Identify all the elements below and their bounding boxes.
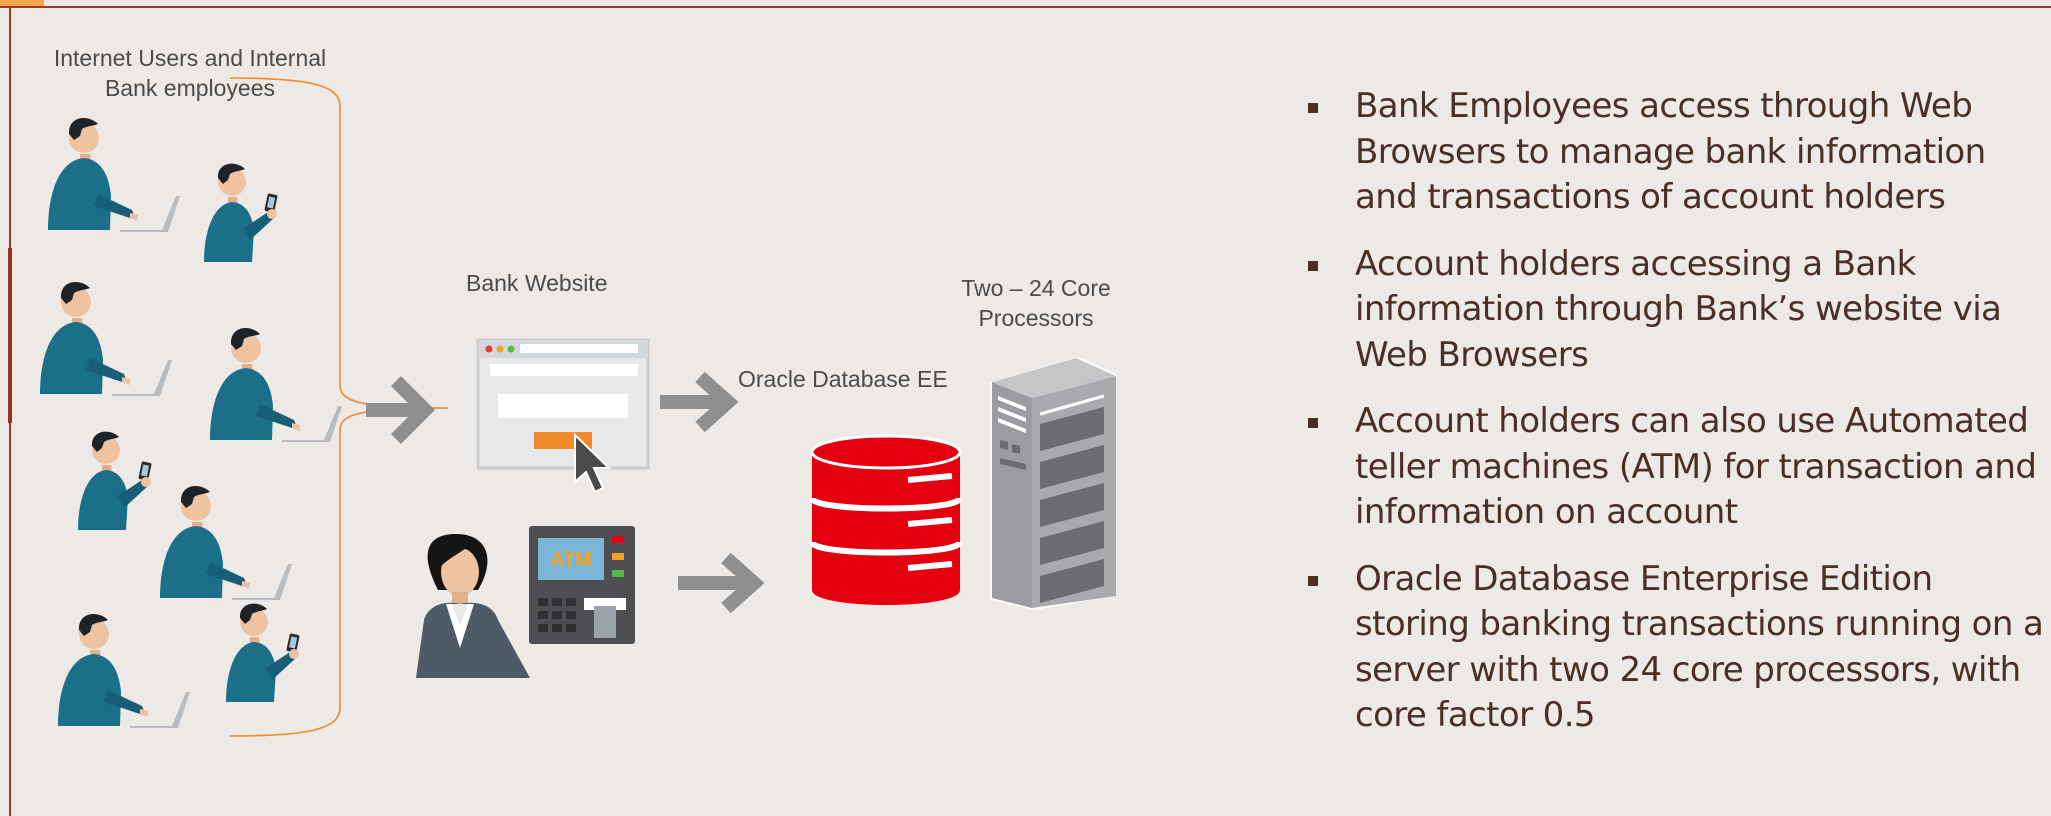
bullet-marker [1308, 260, 1318, 271]
bullet-item: Account holders can also use Automated t… [1300, 399, 2050, 536]
slide-corner-tab [0, 0, 44, 6]
arrow-right-icon [660, 371, 739, 433]
bullet-text: Oracle Database Enterprise Edition stori… [1355, 558, 2044, 736]
atm-machine-icon: ATM [529, 526, 635, 644]
user-laptop-icon [210, 328, 342, 442]
user-phone-icon [204, 163, 278, 262]
bullet-marker [1308, 103, 1318, 113]
bullet-item: Account holders accessing a Bank informa… [1300, 242, 2050, 379]
user-laptop-icon [40, 282, 172, 396]
bullet-item: Bank Employees access through Web Browse… [1300, 84, 2050, 221]
bank-website-label: Bank Website [466, 270, 608, 296]
user-laptop-icon [58, 614, 190, 728]
bullet-text: Account holders can also use Automated t… [1355, 401, 2037, 532]
database-icon [809, 434, 963, 605]
server-icon [990, 357, 1116, 610]
user-laptop-icon [160, 486, 292, 600]
atm-user-icon [416, 534, 530, 678]
user-phone-icon [78, 431, 152, 530]
arrow-right-icon [678, 552, 765, 614]
bullet-item: Oracle Database Enterprise Edition stori… [1300, 557, 2050, 739]
slide-left-marker [8, 248, 12, 423]
user-laptop-icon [48, 118, 180, 232]
browser-window-icon [476, 338, 650, 494]
bullet-text: Bank Employees access through Web Browse… [1355, 86, 1986, 217]
user-phone-icon [226, 603, 300, 702]
bullet-list: Bank Employees access through Web Browse… [1300, 84, 2050, 760]
bullet-marker [1308, 575, 1318, 586]
cursor-icon [574, 432, 612, 494]
users-group-label: Internet Users and Internal Bank employe… [53, 45, 327, 101]
bullet-text: Account holders accessing a Bank informa… [1355, 243, 2002, 375]
slide-top-border [0, 6, 2051, 8]
bullet-marker [1308, 418, 1318, 428]
atm-screen-label: ATM [550, 549, 592, 571]
users-group-brace [229, 77, 449, 737]
database-label: Oracle Database EE [738, 366, 948, 392]
arrow-right-icon [366, 376, 435, 444]
processors-label: Two – 24 Core Processors [961, 275, 1111, 331]
